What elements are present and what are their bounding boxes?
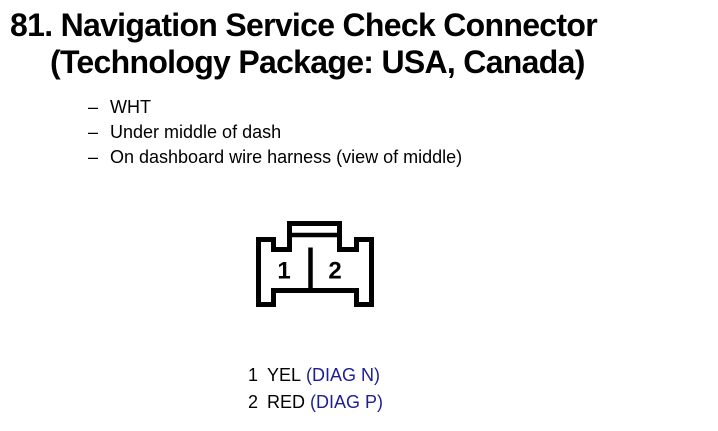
note-item: –WHT (88, 95, 462, 120)
legend-signal: (DIAG P) (310, 392, 384, 412)
legend-pin-number: 1 (248, 365, 259, 385)
pin-legend: 1 YEL(DIAG N) 2 RED(DIAG P) (248, 362, 383, 416)
pin-2-label: 2 (328, 258, 341, 285)
note-text: WHT (110, 97, 151, 117)
legend-wire-color: YEL (267, 365, 302, 385)
legend-row: 1 YEL(DIAG N) (248, 362, 383, 389)
note-text: On dashboard wire harness (view of middl… (110, 147, 463, 167)
note-dash: – (88, 97, 99, 117)
legend-pin-number: 2 (248, 392, 259, 412)
title-line-1: 81. Navigation Service Check Connector (10, 7, 598, 43)
connector-outline (256, 221, 374, 307)
legend-signal: (DIAG N) (306, 365, 381, 385)
note-item: –Under middle of dash (88, 120, 462, 145)
legend-wire-color: RED (267, 392, 306, 412)
note-dash: – (88, 122, 99, 142)
pin-1-label: 1 (277, 258, 290, 285)
note-item: –On dashboard wire harness (view of midd… (88, 145, 462, 170)
page-title: 81. Navigation Service Check Connector (… (10, 7, 598, 81)
note-text: Under middle of dash (110, 122, 282, 142)
legend-row: 2 RED(DIAG P) (248, 389, 383, 416)
title-line-2: (Technology Package: USA, Canada) (50, 44, 585, 80)
connector-diagram: 1 2 (256, 221, 374, 307)
note-dash: – (88, 147, 99, 167)
connector-notes: –WHT –Under middle of dash –On dashboard… (88, 95, 462, 170)
